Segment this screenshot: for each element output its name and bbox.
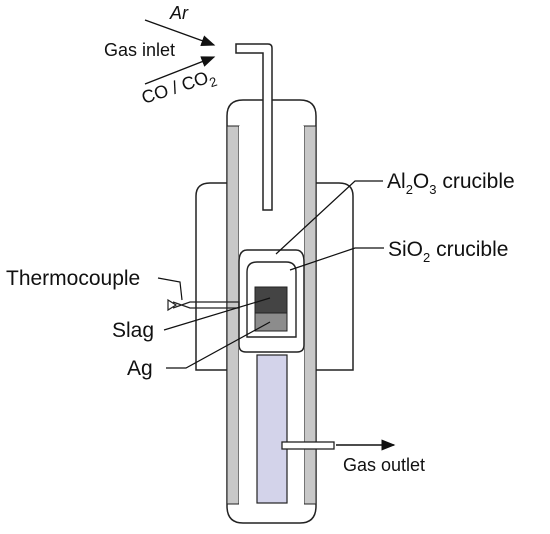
slag-layer [254,286,288,314]
label-sio2-a: SiO [388,238,423,261]
thermocouple-leader [157,277,183,301]
support-tube [256,354,288,504]
gas-inlet-pipe [235,43,273,211]
gas-outlet-pipe [281,441,335,450]
label-al2o3-crucible: Al2O3 crucible [387,170,515,197]
tube-wall-left [226,125,240,505]
label-ag: Ag [127,357,153,380]
label-sio2-crucible: SiO2 crucible [388,238,508,265]
label-sio2-c: crucible [430,238,508,261]
label-slag: Slag [112,319,154,342]
label-al2o3-s1: 2 [406,182,413,197]
label-gas-inlet: Gas inlet [104,40,175,60]
ag-leader [166,321,271,369]
al2o3-leader [275,180,383,255]
label-al2o3-b: O [413,170,429,193]
ar-arrow [144,19,216,46]
label-co-co2-main: CO / CO [139,67,211,107]
label-co-co2-sub: 2 [207,74,219,91]
label-thermocouple: Thermocouple [6,267,140,290]
label-gas-outlet: Gas outlet [343,455,425,475]
label-al2o3-c: crucible [437,170,515,193]
slag-leader [163,297,271,331]
co-co2-arrow [144,56,216,85]
label-sio2-s1: 2 [423,250,430,265]
label-al2o3-a: Al [387,170,406,193]
label-al2o3-s2: 3 [429,182,436,197]
ag-layer [254,312,288,332]
thermocouple-tip [167,298,178,312]
label-co-co2: CO / CO2 [139,65,219,111]
thermocouple-probe [172,301,240,309]
sio2-leader [289,247,384,271]
label-ar: Ar [169,3,189,23]
